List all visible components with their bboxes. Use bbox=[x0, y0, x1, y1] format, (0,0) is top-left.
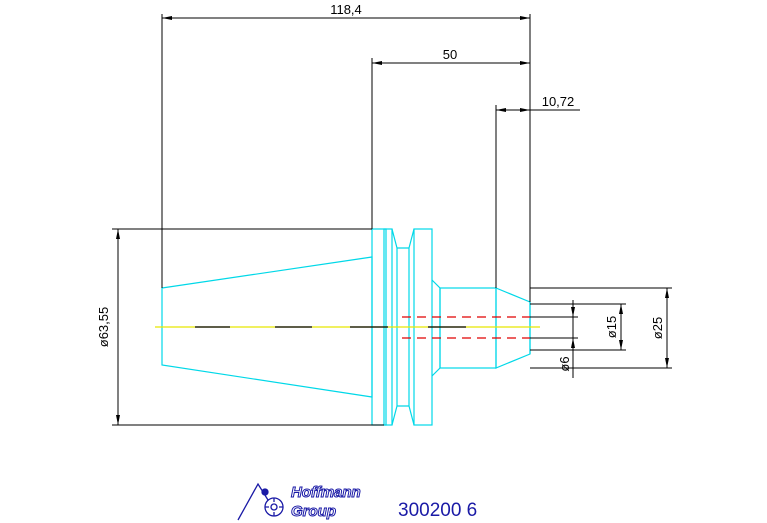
hidden-lines bbox=[402, 316, 530, 339]
v-groove bbox=[391, 228, 415, 426]
dim-diameter-15: ø15 bbox=[604, 316, 619, 338]
dim-overall-length: 118,4 bbox=[330, 2, 362, 17]
shank bbox=[439, 287, 497, 369]
dimension-lines bbox=[112, 14, 672, 426]
logo-mark-icon bbox=[237, 482, 284, 521]
logo-line-2: Group bbox=[291, 503, 336, 520]
dim-diameter-large: ø63,55 bbox=[96, 307, 111, 347]
logo-line-1: Hoffmann bbox=[291, 484, 361, 501]
dim-diameter-25: ø25 bbox=[650, 317, 665, 339]
part-number: 300200 6 bbox=[398, 500, 477, 521]
dim-length-small: 10,72 bbox=[542, 94, 575, 109]
dim-length-50: 50 bbox=[443, 47, 457, 62]
hoffmann-logo: Hoffmann Group bbox=[237, 482, 361, 521]
neck-transition bbox=[431, 279, 441, 377]
dim-diameter-6: ø6 bbox=[557, 356, 572, 371]
nose-taper bbox=[495, 287, 531, 369]
